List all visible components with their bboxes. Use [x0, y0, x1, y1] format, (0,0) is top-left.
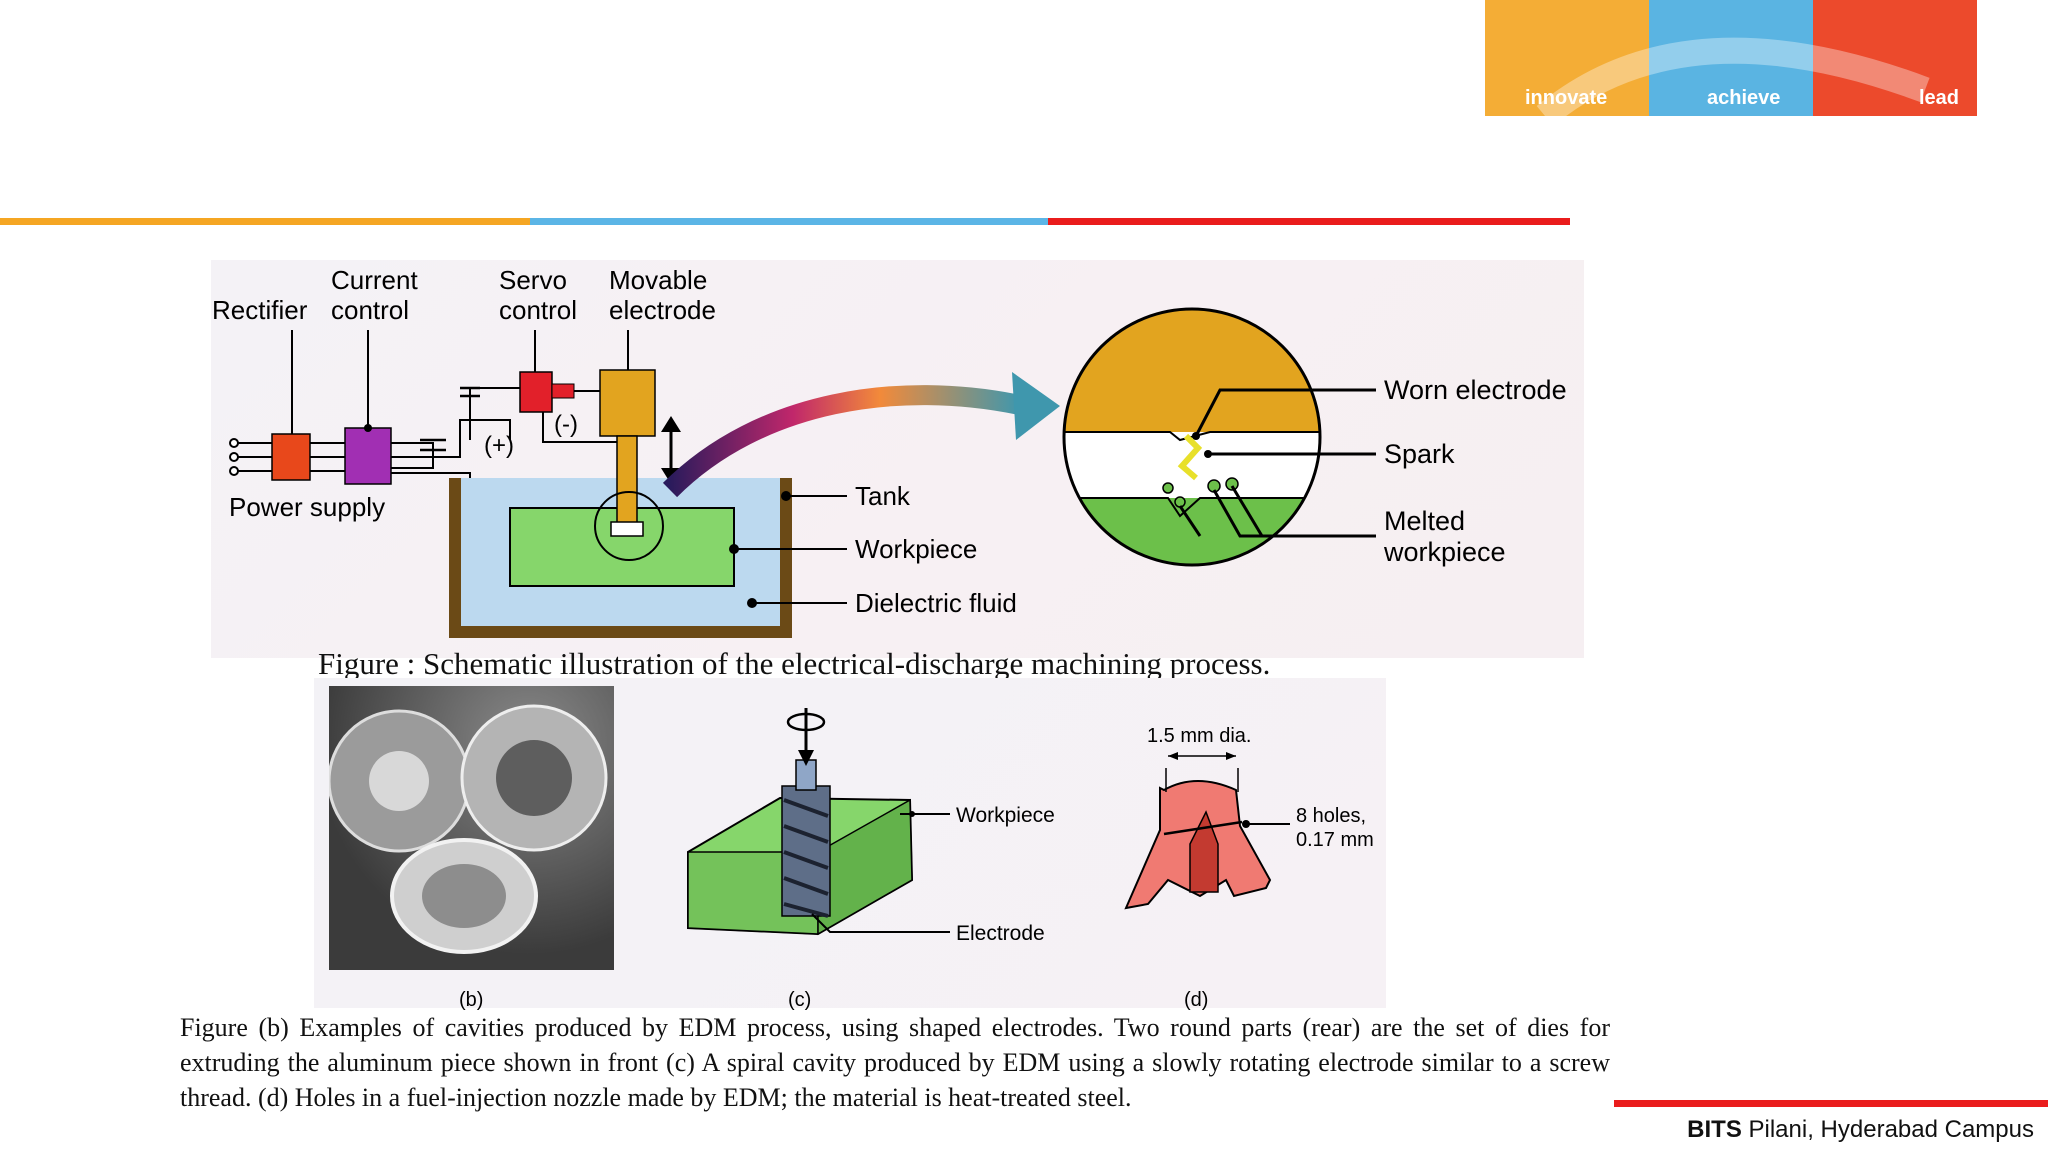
minus-terminal-label: (-)	[554, 411, 578, 438]
power-supply-label: Power supply	[229, 492, 385, 522]
servo-control-label-1: Servo	[499, 265, 567, 295]
edm-schematic-panel	[211, 260, 1584, 658]
melted-workpiece-label-1: Melted	[1384, 506, 1465, 536]
dielectric-fluid-label: Dielectric fluid	[855, 588, 1017, 618]
extrusion-dies-photo	[329, 686, 614, 970]
footer-red-line	[1614, 1100, 2048, 1107]
figure-caption-a: Figure : Schematic illustration of the e…	[318, 646, 1271, 681]
spiral-cavity-drawing	[687, 708, 950, 936]
logo-achieve: achieve	[1649, 0, 1813, 116]
current-control-box	[344, 427, 392, 485]
servo-control-label-2: control	[499, 295, 577, 325]
rectifier-box	[271, 433, 311, 481]
plus-terminal-label: (+)	[484, 432, 514, 459]
magnify-arrow	[662, 385, 1023, 498]
footer-campus-text: Pilani, Hyderabad Campus	[1741, 1116, 2035, 1143]
spark-bolt	[1177, 433, 1203, 481]
servo-control-box	[519, 371, 553, 413]
figure-caption-b: Figure (b) Examples of cavities produced…	[180, 1013, 1610, 1112]
logo-lead: lead	[1813, 0, 1977, 116]
nozzle-holes-label-2: 0.17 mm	[1296, 829, 1374, 851]
fuel-nozzle-drawing	[1124, 752, 1290, 910]
label-c: (c)	[788, 989, 811, 1011]
current-control-label-2: control	[331, 295, 409, 325]
logo-innovate: innovate	[1485, 0, 1649, 116]
header-band-red	[1048, 218, 1570, 225]
melted-workpiece-label-2: workpiece	[1383, 537, 1506, 567]
power-terminals	[229, 438, 272, 476]
header-band-orange	[0, 218, 530, 225]
header-band-blue	[530, 218, 1048, 225]
footer-bits: BITS	[1687, 1116, 1742, 1143]
rectifier-label: Rectifier	[212, 295, 308, 325]
nozzle-holes-label-1: 8 holes,	[1296, 805, 1366, 827]
electrode-zoom-circle	[594, 491, 664, 561]
movable-electrode-label-1: Movable	[609, 265, 707, 295]
c-electrode-label: Electrode	[956, 922, 1045, 945]
c-workpiece-label: Workpiece	[956, 804, 1055, 827]
worn-electrode-label: Worn electrode	[1384, 375, 1567, 405]
workpiece-label: Workpiece	[855, 534, 977, 564]
movable-electrode-label-2: electrode	[609, 295, 716, 325]
nozzle-dia-label: 1.5 mm dia.	[1147, 725, 1251, 747]
spark-label: Spark	[1384, 439, 1455, 469]
movable-electrode-head	[599, 369, 656, 437]
current-control-label-1: Current	[331, 265, 418, 295]
footer-campus: BITS Pilani, Hyderabad Campus	[1687, 1116, 2034, 1144]
label-d: (d)	[1184, 989, 1208, 1011]
tank-label: Tank	[855, 481, 911, 511]
label-b: (b)	[459, 989, 483, 1011]
